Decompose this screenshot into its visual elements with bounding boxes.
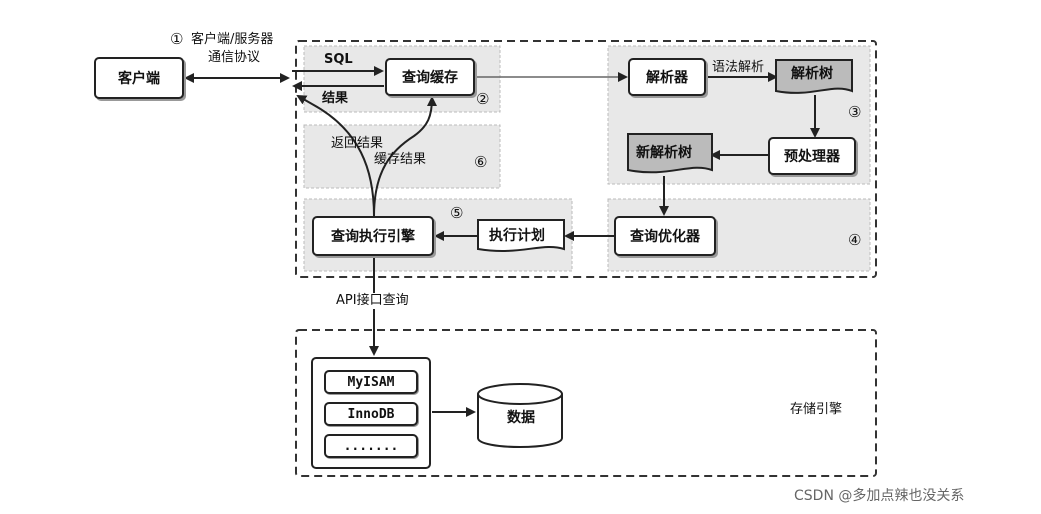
new-parse-tree-doc-shape (627, 133, 713, 174)
query-cache-box: 查询缓存 (385, 58, 475, 96)
return-result-label: 返回结果 (331, 136, 384, 151)
csdn-watermark: CSDN @多加点辣也没关系 (794, 488, 965, 504)
engine-more: ....... (324, 434, 418, 458)
api-query-label: API接口查询 (334, 293, 411, 309)
storage-engine-label: 存储引擎 (790, 402, 843, 417)
protocol-arrowhead-left (184, 73, 194, 83)
sql-label: SQL (324, 52, 353, 67)
parse-tree-doc-shape (775, 59, 853, 94)
engine-innodb: InnoDB (324, 402, 418, 426)
cache-result-curve (373, 96, 437, 217)
parse-tree-label: 解析树 (791, 66, 833, 82)
step-number-1: ① (170, 30, 184, 48)
exec-plan-label: 执行计划 (489, 228, 545, 244)
query-executor-box: 查询执行引擎 (312, 216, 434, 256)
exec-plan-doc-shape (477, 219, 565, 253)
engine-myisam: MyISAM (324, 370, 418, 394)
cache-result-label: 缓存结果 (374, 152, 427, 167)
data-cylinder (477, 383, 563, 448)
data-label: 数据 (507, 410, 535, 426)
step-number-5: ⑤ (450, 204, 464, 222)
client-box: 客户端 (94, 57, 184, 99)
optimizer-box: 查询优化器 (614, 216, 716, 256)
server-dashed-boundary (295, 40, 877, 278)
syntax-parse-label: 语法解析 (712, 60, 765, 75)
step-number-4: ④ (848, 231, 862, 249)
panel-return (303, 124, 501, 189)
result-label: 结果 (322, 91, 349, 106)
return-result-curve (296, 95, 375, 217)
new-parse-tree-label: 新解析树 (636, 145, 692, 161)
step-number-2: ② (476, 90, 490, 108)
protocol-arrowhead-right (280, 73, 290, 83)
storage-dashed-boundary (295, 329, 877, 477)
protocol-label-line1: 客户端/服务器 (191, 32, 274, 47)
step-number-3: ③ (848, 103, 862, 121)
step-number-6: ⑥ (474, 153, 488, 171)
parser-box: 解析器 (628, 58, 706, 96)
protocol-label-line2: 通信协议 (208, 50, 261, 65)
preprocessor-box: 预处理器 (768, 137, 856, 175)
